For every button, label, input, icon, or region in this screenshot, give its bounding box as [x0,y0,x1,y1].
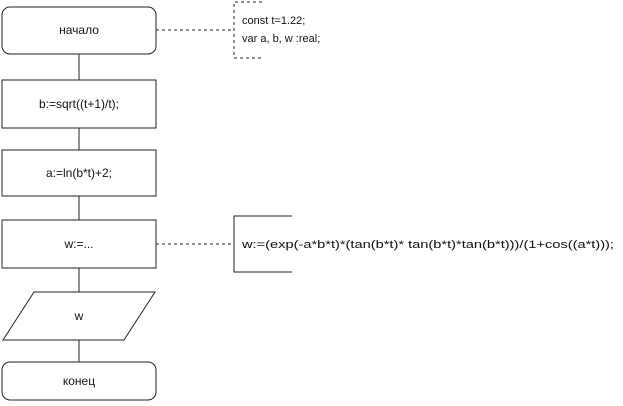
process-b-label: b:=sqrt((t+1)/t); [39,97,119,111]
process-block-b: b:=sqrt((t+1)/t); [1,79,157,129]
formula-annotation: w:=(exp(-a*b*t)*(tan(b*t)* tan(b*t)*tan(… [233,215,614,273]
process-block-a: a:=ln(b*t)+2; [1,149,157,197]
output-block: w [2,291,156,341]
declarations-line-1: const t=1.22; [242,15,305,27]
end-block: конец [1,361,157,401]
start-label: начало [59,23,99,37]
declarations-bracket [233,1,262,59]
formula-bracket [233,215,292,273]
declarations-line-2: var a, b, w :real; [242,33,320,45]
start-block: начало [1,6,157,55]
process-w-label: w:=... [63,237,93,251]
process-block-w: w:=... [1,219,157,269]
declarations-annotation: const t=1.22; var a, b, w :real; [233,1,320,59]
process-a-label: a:=ln(b*t)+2; [46,166,112,180]
output-label: w [74,309,84,323]
formula-text: w:=(exp(-a*b*t)*(tan(b*t)* tan(b*t)*tan(… [241,239,614,251]
end-label: конец [63,374,95,388]
